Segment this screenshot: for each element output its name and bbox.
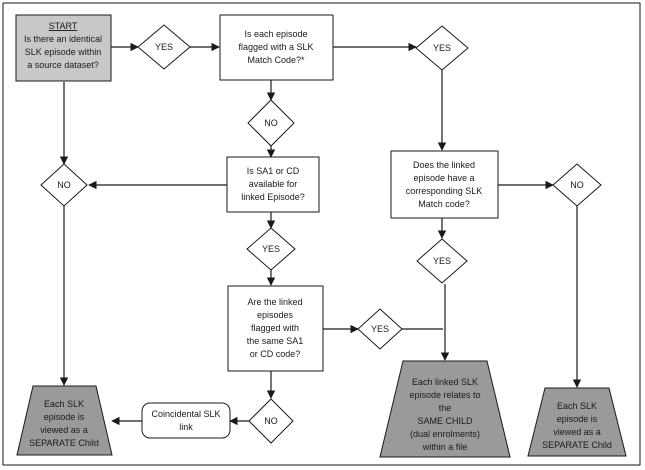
svg-text:(dual enrolments): (dual enrolments) — [410, 429, 480, 439]
start-header: START — [49, 21, 78, 31]
svg-text:Does the linked: Does the linked — [413, 160, 475, 170]
separate-child-left: Each SLK episode is viewed as a SEPARATE… — [16, 385, 113, 456]
svg-text:episode is: episode is — [557, 414, 598, 424]
decision-yes-5: YES — [357, 308, 403, 350]
svg-text:flagged with a SLK: flagged with a SLK — [238, 42, 313, 52]
svg-text:NO: NO — [264, 416, 278, 426]
svg-text:link: link — [179, 422, 193, 432]
svg-text:Each SLK: Each SLK — [44, 399, 84, 409]
svg-text:NO: NO — [264, 118, 278, 128]
svg-text:YES: YES — [155, 42, 173, 52]
same-child-node: Each linked SLK episode relates to the S… — [379, 360, 511, 458]
svg-text:within a file: within a file — [422, 442, 468, 452]
decision-yes-4: YES — [416, 238, 468, 284]
same-code-node: Are the linked episodes flagged with the… — [227, 285, 324, 372]
svg-text:viewed as a: viewed as a — [40, 425, 88, 435]
corresponding-node: Does the linked episode have a correspon… — [390, 150, 499, 219]
svg-text:YES: YES — [433, 256, 451, 266]
svg-text:episode relates to: episode relates to — [409, 390, 480, 400]
separate-child-right: Each SLK episode is viewed as a SEPARATE… — [527, 387, 627, 457]
decision-no-flagged: NO — [247, 99, 295, 147]
svg-text:SAME CHILD: SAME CHILD — [417, 416, 473, 426]
svg-text:NO: NO — [57, 180, 71, 190]
svg-text:Is each episode: Is each episode — [244, 29, 307, 39]
svg-text:Coincidental SLK: Coincidental SLK — [151, 409, 220, 419]
decision-no-bottom: NO — [248, 398, 294, 444]
decision-yes-2: YES — [415, 25, 469, 71]
diagram-frame — [2, 2, 641, 466]
svg-text:NO: NO — [570, 180, 584, 190]
coincidental-node: Coincidental SLK link — [141, 402, 231, 439]
svg-text:corresponding SLK: corresponding SLK — [406, 186, 483, 196]
start-line-3: a source dataset? — [27, 60, 99, 70]
svg-text:episodes: episodes — [257, 310, 294, 320]
connectors — [59, 42, 582, 426]
svg-text:Match Code?*: Match Code?* — [247, 55, 305, 65]
svg-text:available for: available for — [249, 179, 298, 189]
decision-yes-1: YES — [137, 24, 191, 70]
svg-text:Is SA1 or CD: Is SA1 or CD — [247, 166, 300, 176]
svg-text:YES: YES — [262, 244, 280, 254]
sa1-cd-node: Is SA1 or CD available for linked Episod… — [226, 156, 320, 213]
start-line-2: SLK episode within — [25, 47, 102, 57]
svg-text:episode have a: episode have a — [413, 173, 474, 183]
svg-text:Are the linked: Are the linked — [247, 297, 302, 307]
svg-text:YES: YES — [371, 324, 389, 334]
svg-text:SEPARATE Child: SEPARATE Child — [542, 440, 612, 450]
decision-no-left: NO — [40, 163, 88, 207]
svg-text:Match code?: Match code? — [418, 199, 470, 209]
svg-text:flagged with: flagged with — [251, 323, 299, 333]
decision-no-right: NO — [552, 163, 602, 207]
flagged-node: Is each episode flagged with a SLK Match… — [219, 14, 334, 81]
start-line-1: Is there an identical — [24, 34, 102, 44]
svg-text:linked Episode?: linked Episode? — [241, 192, 305, 202]
svg-text:Each SLK: Each SLK — [557, 401, 597, 411]
svg-text:the same SA1: the same SA1 — [247, 336, 304, 346]
svg-text:Each linked SLK: Each linked SLK — [412, 377, 478, 387]
decision-yes-3: YES — [246, 227, 296, 271]
svg-text:YES: YES — [433, 43, 451, 53]
svg-text:SEPARATE Child: SEPARATE Child — [29, 438, 99, 448]
start-node: START Is there an identical SLK episode … — [15, 14, 112, 82]
svg-text:or CD code?: or CD code? — [250, 349, 301, 359]
svg-text:the: the — [439, 403, 452, 413]
svg-text:viewed as a: viewed as a — [553, 427, 601, 437]
svg-text:episode is: episode is — [44, 412, 85, 422]
